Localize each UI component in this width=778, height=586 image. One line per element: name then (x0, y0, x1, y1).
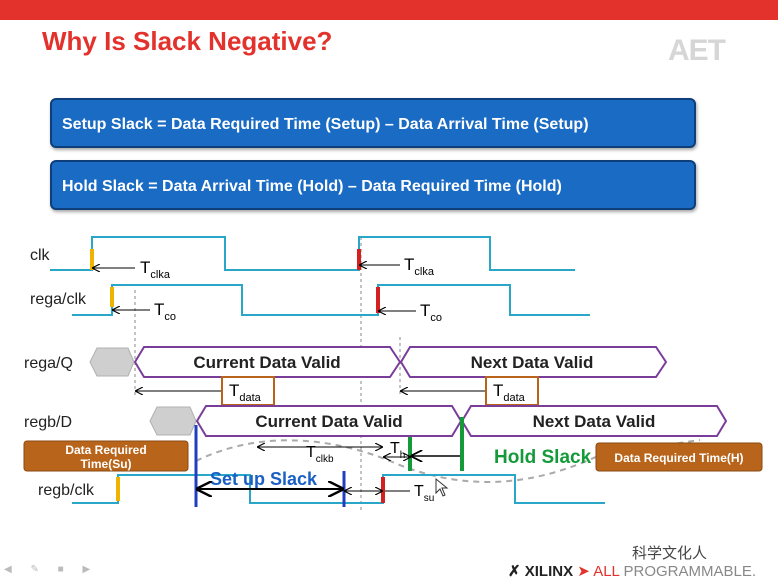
tclka-label-2: Tclka (404, 255, 435, 278)
tco-label-2: Tco (420, 301, 442, 324)
xilinx-text: XILINX (524, 563, 574, 580)
data-required-time-h-box (595, 442, 763, 472)
regb-d-next-label: Next Data Valid (533, 412, 656, 431)
data-required-time-su-line2: Time(Su) (80, 457, 131, 471)
tsu-label: Tsu (414, 483, 434, 504)
mouse-cursor-icon (435, 477, 449, 497)
aet-logo: AET (668, 34, 726, 67)
tclka-label-1: Tclka (140, 258, 171, 281)
rega-q-current-label: Current Data Valid (193, 353, 340, 372)
hold-slack-label: Hold Slack (494, 447, 592, 468)
tclkb-label: Tclkb (306, 444, 334, 465)
rega-q-next-bus (399, 346, 668, 378)
signal-label-rega-q: rega/Q (24, 355, 73, 372)
timing-diagram: clk rega/clk rega/Q regb/D regb/clk Tclk… (23, 236, 763, 510)
rega-q-next-label: Next Data Valid (471, 353, 594, 372)
regb-d-next-bus (460, 405, 728, 437)
presentation-controls[interactable]: ◀ ✎ ■ ▶ (4, 564, 99, 575)
title-bar (0, 0, 778, 20)
signal-label-clk: clk (30, 247, 51, 264)
tco-label-1: Tco (154, 300, 176, 323)
chevron-right-icon: ➤ (577, 563, 590, 580)
xilinx-x-icon: ✗ (508, 563, 521, 580)
tdata-label-1: Tdata (229, 381, 262, 404)
watermark: 科学文化人 (632, 544, 708, 562)
setup-slack-formula: Setup Slack = Data Required Time (Setup)… (50, 98, 696, 148)
clk-waveform (50, 236, 575, 271)
data-required-time-h-label: Data Required Time(H) (614, 451, 743, 465)
signal-label-regb-d: regb/D (24, 414, 72, 431)
dashed-arc (195, 439, 701, 483)
tdata-label-2: Tdata (493, 381, 526, 404)
setup-slack-label: Set up Slack (210, 469, 318, 489)
th-label: Th (390, 440, 405, 461)
slide-title: Why Is Slack Negative? (42, 26, 333, 56)
xilinx-logo: ✗ XILINX ➤ ALL PROGRAMMABLE. (508, 562, 756, 580)
regb-d-prev-bus (149, 406, 197, 436)
programmable-text: PROGRAMMABLE. (623, 563, 757, 580)
regb-d-current-label: Current Data Valid (255, 412, 402, 431)
rega-q-prev-bus (89, 347, 135, 377)
all-text: ALL (593, 563, 620, 580)
data-required-time-su-line1: Data Required (65, 443, 146, 457)
tdata-box-2 (485, 376, 539, 406)
hold-slack-formula: Hold Slack = Data Arrival Time (Hold) – … (50, 160, 696, 210)
data-required-time-su-box (23, 440, 189, 472)
signal-label-rega-clk: rega/clk (30, 291, 87, 308)
signal-label-regb-clk: regb/clk (38, 482, 95, 499)
